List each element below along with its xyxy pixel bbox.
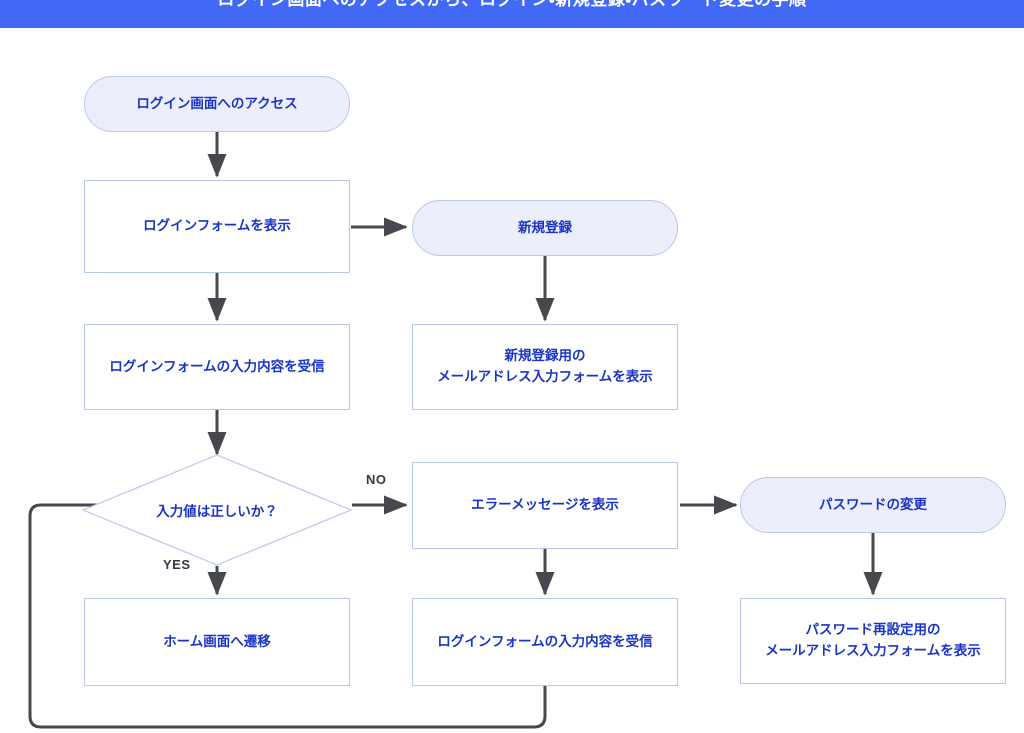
- node-label: ホーム画面へ遷移: [163, 633, 271, 649]
- page-header: ログイン画面へのアクセスから、ログイン・新規登録・パスワード変更の手順: [0, 0, 1024, 28]
- node-login-receive[interactable]: ログインフォームの入力内容を受信: [84, 324, 350, 410]
- node-error-message[interactable]: エラーメッセージを表示: [412, 462, 678, 549]
- diagram-canvas: NO YES ログイン画面へのアクセス ログインフォームを表示 ログインフォーム…: [0, 28, 1024, 733]
- edge-label-yes: YES: [163, 557, 191, 572]
- node-signup-form[interactable]: 新規登録用の メールアドレス入力フォームを表示: [412, 324, 678, 410]
- node-error-receive[interactable]: ログインフォームの入力内容を受信: [412, 598, 678, 686]
- diagram-edges: [28, 132, 883, 729]
- node-label: パスワードの変更: [819, 496, 927, 512]
- node-signup[interactable]: 新規登録: [412, 200, 678, 256]
- node-home-transition[interactable]: ホーム画面へ遷移: [84, 598, 350, 686]
- node-login-access[interactable]: ログイン画面へのアクセス: [84, 76, 350, 132]
- edge-label-no: NO: [366, 472, 387, 487]
- node-label: パスワード再設定用の メールアドレス入力フォームを表示: [765, 622, 981, 658]
- node-label: ログインフォームを表示: [143, 218, 291, 234]
- edge-error-receive-to-validate-loop: [28, 495, 547, 729]
- node-label: エラーメッセージを表示: [471, 497, 619, 513]
- node-label: 新規登録用の メールアドレス入力フォームを表示: [437, 348, 653, 384]
- node-login-form[interactable]: ログインフォームを表示: [84, 180, 350, 273]
- node-label: ログインフォームの入力内容を受信: [437, 633, 653, 649]
- node-label: ログイン画面へのアクセス: [136, 95, 298, 111]
- node-password-form[interactable]: パスワード再設定用の メールアドレス入力フォームを表示: [740, 598, 1006, 684]
- diamond-shape: [82, 454, 352, 566]
- page-title: ログイン画面へのアクセスから、ログイン・新規登録・パスワード変更の手順: [0, 0, 1024, 14]
- node-label: 入力値は正しいか？: [156, 504, 278, 519]
- node-password-change[interactable]: パスワードの変更: [740, 477, 1006, 533]
- node-label: 新規登録: [518, 219, 572, 235]
- node-label: ログインフォームの入力内容を受信: [109, 358, 325, 374]
- node-validate-decision[interactable]: 入力値は正しいか？: [82, 454, 352, 566]
